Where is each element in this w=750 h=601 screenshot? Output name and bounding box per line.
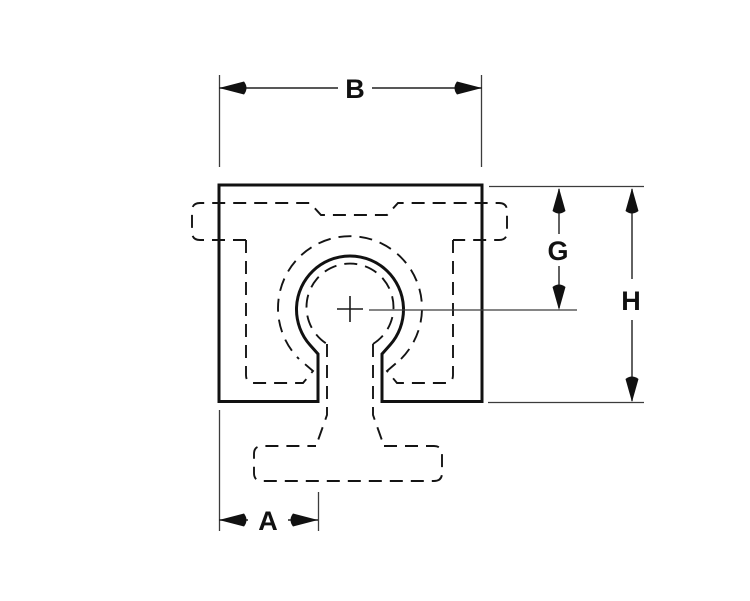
hidden-rail-stem-right (372, 344, 385, 447)
bore-center-crosshair-icon (337, 296, 363, 322)
hidden-rail-shaft-circle (305, 262, 395, 345)
arrowhead-right-icon (454, 81, 482, 95)
arrowhead-up-icon (625, 188, 639, 214)
hidden-rail-stem-left (315, 344, 328, 447)
dimension-label-a: A (258, 506, 278, 536)
arrowhead-up-icon (552, 188, 566, 214)
hidden-top-edge-and-mounting-ears (191, 202, 508, 241)
hidden-housing-profile-left (245, 240, 315, 384)
dimension-label-h: H (621, 286, 641, 316)
dimension-label-g: G (547, 236, 568, 266)
dimension-h: H (621, 188, 641, 402)
arrowhead-down-icon (552, 284, 566, 310)
arrowhead-right-icon (290, 513, 318, 527)
dimension-a: A (218, 410, 320, 536)
dimension-b: B (218, 74, 483, 167)
dimension-g: G (547, 188, 569, 310)
hidden-rail-base (253, 445, 443, 482)
arrowhead-down-icon (625, 376, 639, 402)
arrowhead-left-icon (219, 81, 247, 95)
hidden-housing-profile-right (385, 240, 454, 384)
block-outline-with-bore (217, 183, 484, 403)
hidden-bore-circle (277, 235, 423, 360)
arrowhead-left-icon (219, 513, 247, 527)
dimension-label-b: B (345, 74, 365, 104)
